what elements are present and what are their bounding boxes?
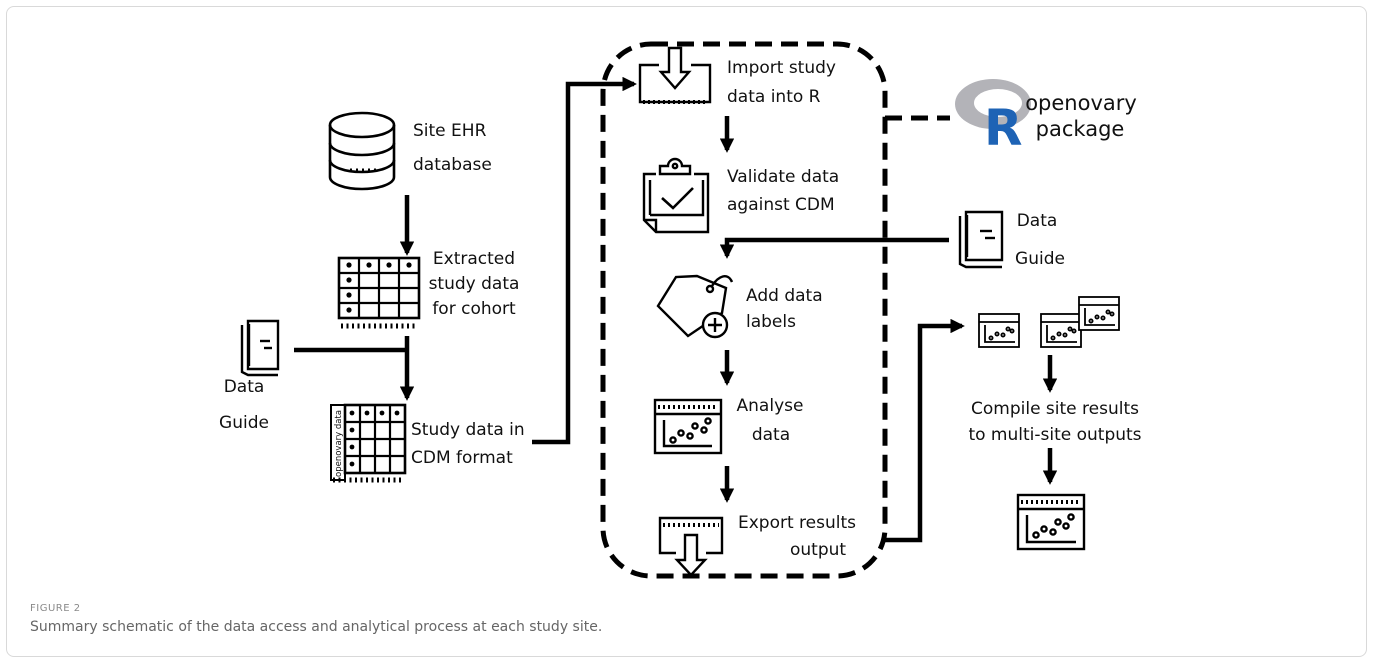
site-chart-icon-2 [1040,313,1082,348]
import-icon [638,46,712,104]
figure-caption: Summary schematic of the data access and… [30,619,603,635]
svg-text:R: R [984,99,1023,157]
book-icon [240,319,280,377]
cdm-table-dots [349,410,400,467]
scatter-chart-icon [653,398,723,455]
data-table-icon [337,256,421,329]
multi-site-chart-icon [1016,493,1086,551]
tag-plus-icon [656,274,734,339]
export-icon [658,516,724,577]
clipboard-check-icon [642,157,710,234]
data-table-dots [346,262,412,313]
r-process-boundary [600,41,888,579]
arrow-guide-to-labels [719,237,949,259]
site-chart-icon-1 [978,313,1020,348]
figure-label: FIGURE 2 [30,603,81,614]
site-chart-icon-3 [1078,296,1120,331]
arrow-export-to-sites [885,318,965,543]
book-icon-right [958,210,1004,269]
r-logo-icon: R [955,79,1031,157]
cdm-table-icon [330,403,407,483]
arrow-cdm-to-import [532,76,637,445]
cdm-side-label: openovary data [334,410,344,477]
database-icon [328,111,396,191]
